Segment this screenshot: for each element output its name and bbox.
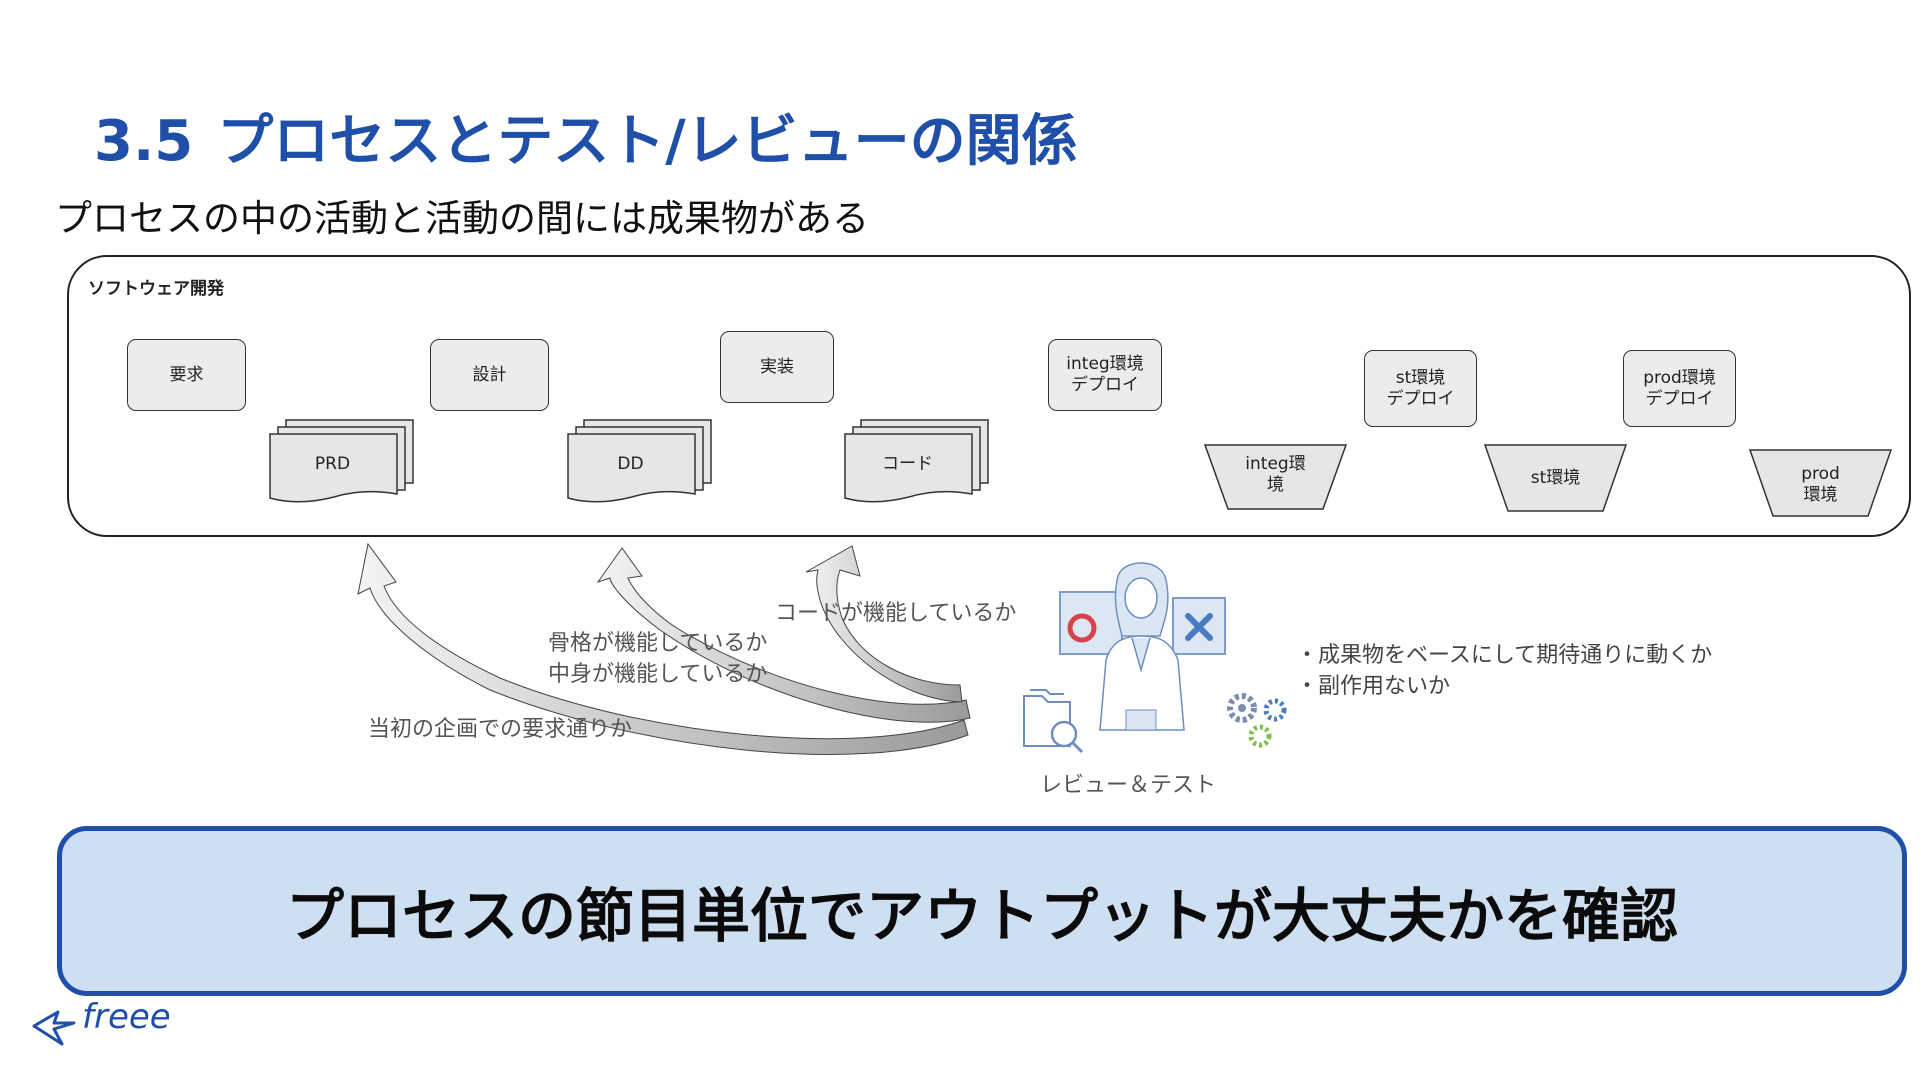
cross-mark-icon <box>1172 597 1226 655</box>
check-plan: 当初の企画での要求通りか <box>368 717 633 742</box>
activity-design: 設計 <box>430 339 549 411</box>
artifact-dd-shape <box>567 419 712 503</box>
env-prod-shape <box>1748 449 1893 517</box>
page-title: 3.5 プロセスとテスト/レビューの関係 <box>94 96 1078 177</box>
activity-requirements: 要求 <box>127 339 246 411</box>
summary-banner: プロセスの節目単位でアウトプットが大丈夫かを確認 <box>57 826 1907 996</box>
folder-search-icon <box>1023 689 1084 754</box>
env-st-shape <box>1483 444 1628 512</box>
activity-st-deploy: st環境 デプロイ <box>1364 350 1477 427</box>
review-label: レビュー＆テスト <box>1040 773 1217 798</box>
check-skeleton: 骨格が機能しているか 中身が機能しているか <box>548 631 768 687</box>
curved-arrow-icon <box>596 547 971 723</box>
artifact-code-shape <box>844 419 989 503</box>
artifact-prd: PRD <box>314 454 351 474</box>
circle-mark-icon <box>1059 591 1123 655</box>
feedback-arrows <box>357 542 971 755</box>
svg-text:freee: freee <box>82 997 171 1037</box>
reviewer-illustration <box>1023 562 1287 754</box>
env-integ-shape <box>1203 444 1348 510</box>
reviewer-person-icon <box>1099 562 1185 731</box>
review-points: ・成果物をベースにして期待通りに動くか ・副作用ないか <box>1296 643 1713 699</box>
curved-arrow-icon <box>357 542 969 755</box>
artifact-code: コード <box>882 454 933 474</box>
gears-icon <box>1227 693 1287 748</box>
group-label: ソフトウェア開発 <box>88 279 224 299</box>
page-subtitle: プロセスの中の活動と活動の間には成果物がある <box>55 197 869 240</box>
section-number: 3.5 <box>94 109 194 174</box>
title-text: プロセスとテスト/レビューの関係 <box>217 109 1078 174</box>
env-prod: prod 環境 <box>1801 464 1840 505</box>
freee-logo: freee <box>32 997 171 1046</box>
activity-integ-deploy: integ環境 デプロイ <box>1048 339 1162 411</box>
env-integ: integ環 境 <box>1245 454 1306 495</box>
activity-implementation: 実装 <box>720 331 834 403</box>
check-code: コードが機能しているか <box>775 601 1017 626</box>
artifact-prd-shape <box>269 419 414 503</box>
env-st: st環境 <box>1530 468 1581 488</box>
activity-prod-deploy: prod環境 デプロイ <box>1623 350 1736 427</box>
artifact-dd: DD <box>617 454 644 474</box>
curved-arrow-icon <box>805 545 963 703</box>
